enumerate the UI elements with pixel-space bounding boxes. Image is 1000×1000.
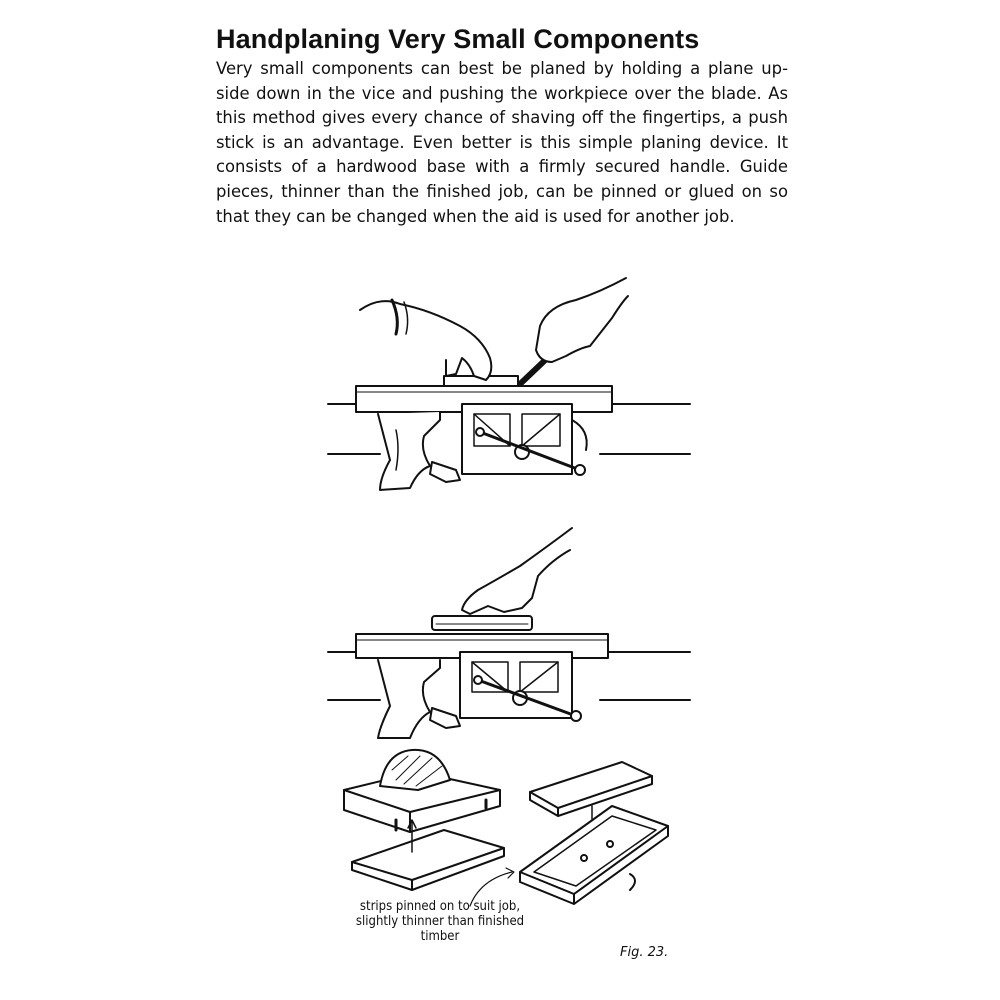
caption-line: slightly thinner than finished bbox=[355, 914, 525, 929]
device-exploded-left bbox=[343, 748, 505, 891]
vice-illustration-top bbox=[327, 277, 691, 491]
heading: Handplaning Very Small Components bbox=[216, 24, 700, 54]
device-exploded-right bbox=[469, 761, 669, 907]
caption-line: strips pinned on to suit job, bbox=[359, 899, 521, 914]
caption-line: timber bbox=[420, 929, 460, 944]
figure-caption: strips pinned on to suit job, slightly t… bbox=[330, 899, 550, 944]
figure-label: Fig. 23. bbox=[620, 945, 669, 960]
vice-illustration-middle bbox=[327, 527, 691, 739]
body-paragraph: Very small components can best be planed… bbox=[216, 59, 788, 226]
